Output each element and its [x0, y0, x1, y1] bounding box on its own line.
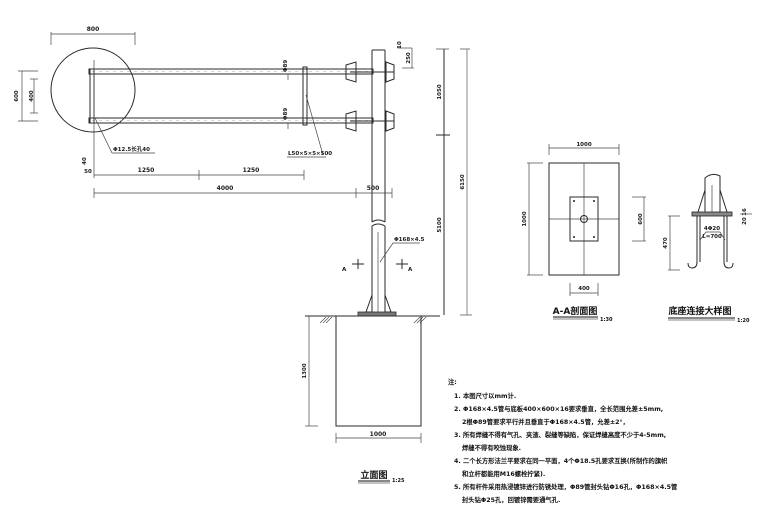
upper-flange [345, 61, 395, 83]
dim-left-offset-top: 40 [82, 157, 88, 165]
detail-base-plate [691, 211, 733, 217]
detail-scale: 1:20 [737, 318, 750, 324]
note-text: 本图尺寸以mm计. [462, 393, 517, 400]
dim-foundation-width: 1000 [370, 431, 387, 438]
detail-plate-t2: 20 [742, 217, 748, 225]
note-text: Φ168×4.5管与底板400×600×16要求垂直，全长范围允差±5mm, [462, 406, 664, 413]
foundation [335, 315, 422, 427]
dim-span-2: 1250 [243, 167, 260, 174]
dim-outer-height: 600 [14, 90, 20, 102]
base-detail-view: 4Φ20 L=700 470 16 20 底座连接大样图 1:20 [663, 173, 752, 324]
note-item-2-cont: 2根Φ89管要求平行并且垂直于Φ168×4.5管，允差±2°， [462, 419, 629, 426]
note-item-4: 4. 二个长方形法兰平要求在同一平面，4个Φ18.5孔要求互换(所制作的旗帜 [448, 455, 758, 468]
detail-title: 底座连接大样图 [668, 305, 731, 317]
note-item-1: 1. 本图尺寸以mm计. [448, 390, 758, 403]
section-scale: 1:30 [600, 317, 613, 323]
note-item-4-cont: 和立杆都能用M16螺栓拧紧). [462, 471, 546, 478]
callout-angle: L50×5×5×500 [288, 151, 332, 157]
note-text: 所有焊缝不得有气孔、夹渣、裂缝等缺陷，保证焊缝高度不少于4-5mm, [462, 432, 667, 439]
note-num: 3. [454, 432, 461, 439]
section-base-plate [569, 196, 599, 242]
dim-circle-width: 800 [87, 26, 100, 33]
dim-arm-length: 4000 [217, 185, 234, 192]
section-mark-right: A [408, 267, 413, 273]
section-dim-plate-height: 600 [638, 213, 644, 225]
dim-top-10: 10 [397, 41, 403, 49]
section-dim-plate-width: 400 [578, 286, 590, 292]
note-item-5: 5. 所有杆件采用热浸镀锌进行防锈处理，Φ89管封头钻Φ16孔，Φ168×4.5… [448, 481, 758, 494]
elevation-view: 800 600 400 Φ89 Φ89 [14, 26, 472, 484]
dim-upper-height: 1050 [437, 84, 443, 99]
detail-anchor-count: 4Φ20 [704, 226, 720, 232]
dim-foundation-depth: 1300 [302, 363, 308, 378]
dim-left-offset-bottom: 50 [84, 169, 92, 175]
note-item-3: 3. 所有焊缝不得有气孔、夹渣、裂缝等缺陷，保证焊缝高度不少于4-5mm, [448, 429, 758, 442]
detail-plate-t1: 16 [742, 208, 748, 216]
detail-anchor-length: L=700 [702, 234, 722, 240]
section-title: A-A剖面图 [553, 305, 598, 317]
section-dim-width: 1000 [576, 142, 591, 148]
dim-total-height: 6150 [460, 174, 466, 189]
callout-pole: Φ168×4.5 [394, 237, 425, 243]
note-text: 所有杆件采用热浸镀锌进行防锈处理，Φ89管封头钻Φ16孔，Φ168×4.5管 [462, 484, 678, 491]
callout-hole: Φ12.5长孔40 [113, 145, 150, 153]
note-num: 5. [454, 484, 461, 491]
note-item-5-cont: 封头钻Φ25孔，回镀锌需要通气孔. [462, 497, 561, 504]
note-num: 2. [454, 406, 461, 413]
dim-inner-height: 400 [29, 90, 35, 102]
note-num: 4. [454, 458, 461, 465]
dim-top-250: 250 [406, 52, 412, 64]
note-item-2: 2. Φ168×4.5管与底板400×600×16要求垂直，全长范围允差±5mm… [448, 403, 758, 416]
elevation-scale: 1:25 [392, 478, 405, 484]
notes-header: 注: [448, 379, 457, 386]
note-num: 1. [454, 393, 461, 400]
lower-flange [345, 110, 395, 132]
note-item-3-cont: 焊缝不得有咬蚀现象. [462, 445, 522, 452]
section-mark-left: A [342, 267, 347, 273]
sign-circle [50, 47, 136, 133]
elevation-title: 立面图 [360, 469, 387, 481]
note-text: 二个长方形法兰平要求在同一平面，4个Φ18.5孔要求互换(所制作的旗帜 [462, 458, 668, 465]
dim-pole-width: 500 [367, 185, 380, 192]
pole [357, 49, 397, 317]
angle-brace [302, 66, 308, 126]
section-aa-view: 1000 1000 600 400 A-A剖面图 1:30 [522, 142, 646, 323]
bar-label-lower: Φ89 [283, 108, 289, 121]
dim-span-1: 1250 [138, 167, 155, 174]
notes-block: 注: 1. 本图尺寸以mm计. 2. Φ168×4.5管与底板400×600×1… [448, 376, 758, 507]
dim-lower-height: 5100 [437, 217, 443, 232]
bar-label-upper: Φ89 [283, 60, 289, 73]
detail-anchor-depth: 470 [663, 237, 669, 249]
left-end-post [89, 68, 95, 124]
base-plate [357, 311, 397, 317]
section-dim-height: 1000 [522, 211, 528, 226]
